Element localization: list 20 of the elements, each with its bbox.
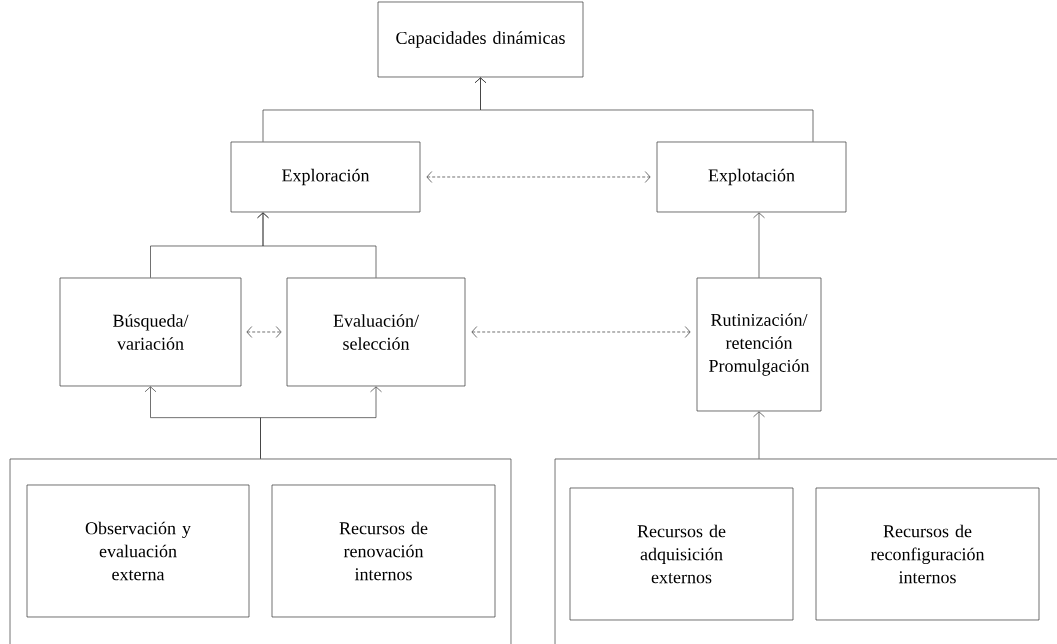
process-box: Exploración	[230, 141, 421, 213]
arrow	[753, 411, 765, 459]
process-box: Recursos de reconfiguración internos	[815, 487, 1040, 621]
process-box: Rutinización/ retención Promulgación	[696, 277, 822, 412]
arrow	[753, 212, 765, 278]
process-box: Observación y evaluación externa	[26, 484, 250, 618]
arrow	[246, 326, 282, 338]
arrow	[426, 171, 651, 183]
process-box: Recursos de adquisición externos	[569, 487, 794, 621]
arrow	[471, 326, 691, 338]
process-box: Búsqueda/ variación	[59, 277, 242, 387]
group-box	[554, 458, 1057, 644]
arrow	[260, 386, 382, 459]
process-box: Evaluación/ selección	[286, 277, 466, 387]
arrow	[257, 212, 377, 278]
arrow	[474, 77, 814, 142]
group-box	[9, 458, 512, 644]
process-box: Recursos de renovación internos	[271, 484, 496, 618]
process-box: Explotación	[656, 141, 847, 213]
process-box: Capacidades dinámicas	[377, 1, 584, 78]
